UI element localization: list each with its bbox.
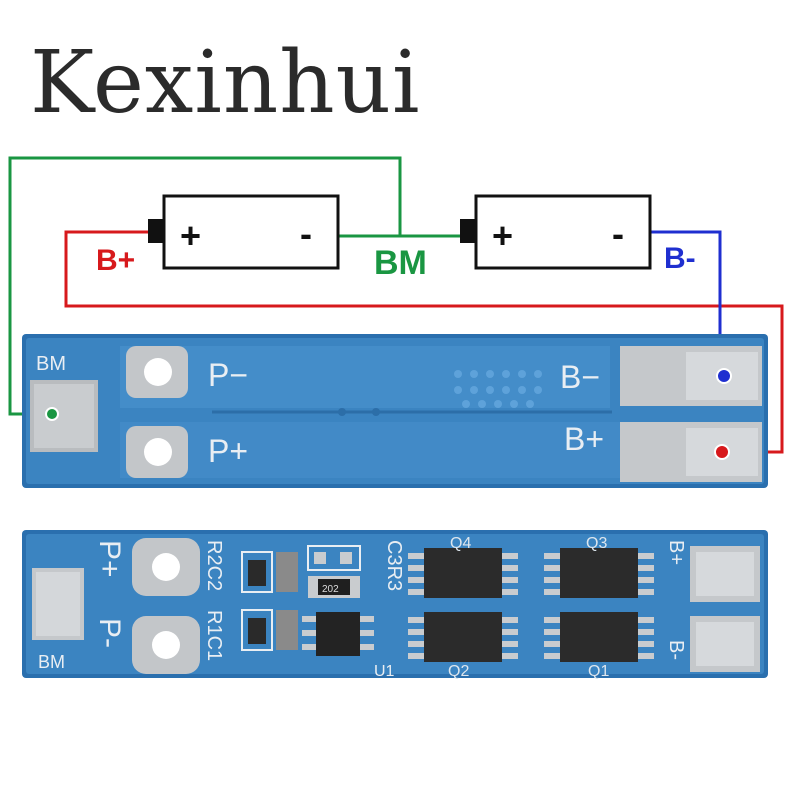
- cell1-plus: +: [180, 215, 201, 256]
- q4-silk: Q4: [450, 535, 471, 552]
- b-plus-label: B+: [96, 244, 135, 277]
- battery-cell-1: + -: [148, 194, 340, 270]
- bottom-p-minus-silk: P-: [93, 618, 126, 648]
- pcb-top-view: BM P− P+ B− B+: [22, 334, 768, 488]
- bm-label: BM: [374, 244, 427, 282]
- top-p-minus-silk: P−: [208, 357, 248, 393]
- bottom-b-minus-silk: B-: [665, 640, 687, 660]
- bm-wire: [8, 156, 402, 416]
- cell2-minus: -: [612, 213, 624, 254]
- c3r3-silk: C3R3: [383, 540, 405, 591]
- b-minus-label: B-: [664, 242, 696, 275]
- passives-group: 202: [241, 545, 361, 651]
- top-b-minus-silk: B−: [560, 359, 600, 395]
- q1-silk: Q1: [588, 663, 609, 680]
- q3-silk: Q3: [586, 535, 607, 552]
- u1-chip: U1: [302, 612, 395, 680]
- battery-cell-2: + -: [460, 194, 652, 270]
- mosfet-q3: Q3: [544, 535, 654, 598]
- top-bm-silk: BM: [36, 353, 66, 375]
- b-minus-wire: [650, 230, 722, 376]
- r1c1-silk: R1C1: [203, 610, 225, 661]
- q2-silk: Q2: [448, 663, 469, 680]
- cell2-plus: +: [492, 215, 513, 256]
- r2c2-silk: R2C2: [203, 540, 225, 591]
- top-b-plus-silk: B+: [564, 421, 604, 457]
- b-plus-wire: [64, 230, 784, 454]
- pcb-bottom-view: BM P+ P- R2C2 R1C1 C3R3 202: [22, 530, 768, 680]
- cell1-minus: -: [300, 213, 312, 254]
- mosfet-q4: Q4: [408, 535, 518, 598]
- mosfet-q2: Q2: [408, 612, 518, 680]
- brand-logo: Kexinhui: [30, 33, 421, 133]
- bottom-bm-silk: BM: [38, 652, 65, 672]
- top-p-plus-silk: P+: [208, 433, 248, 469]
- bottom-b-plus-silk: B+: [665, 540, 687, 565]
- mosfet-q1: Q1: [544, 612, 654, 680]
- bottom-p-plus-silk: P+: [93, 540, 126, 578]
- u1-silk: U1: [374, 663, 395, 680]
- resistor-code: 202: [322, 584, 339, 595]
